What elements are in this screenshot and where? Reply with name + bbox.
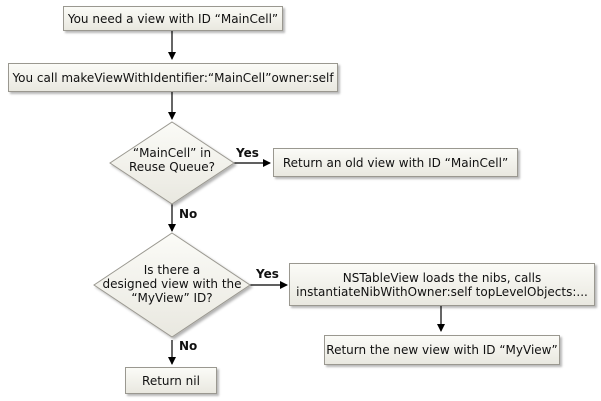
decision-designed-line1: Is there a xyxy=(143,263,201,277)
edge-label-yes-designed: Yes xyxy=(256,267,279,281)
node-need-view-label: You need a view with ID “MainCell” xyxy=(67,11,279,26)
node-need-view: You need a view with ID “MainCell” xyxy=(63,6,283,31)
node-load-nibs-text: NSTableView loads the nibs, calls instan… xyxy=(296,271,588,299)
node-return-nil-label: Return nil xyxy=(142,373,200,388)
node-return-old-label: Return an old view with ID “MainCell” xyxy=(282,155,509,170)
node-return-nil: Return nil xyxy=(125,367,217,394)
node-return-new: Return the new view with ID “MyView” xyxy=(324,335,560,365)
decision-designed-text: Is there a designed view with the “MyVie… xyxy=(102,263,242,305)
edge-label-no-reuse: No xyxy=(179,207,198,221)
node-return-new-label: Return the new view with ID “MyView” xyxy=(326,343,558,357)
node-call-make-view: You call makeViewWithIdentifier:“MainCel… xyxy=(8,63,338,92)
edge-label-yes-reuse: Yes xyxy=(236,146,259,160)
decision-diamond-designed xyxy=(93,232,251,338)
node-call-make-view-label: You call makeViewWithIdentifier:“MainCel… xyxy=(12,70,334,85)
node-load-nibs: NSTableView loads the nibs, calls instan… xyxy=(289,263,595,306)
decision-reuse-line2: Reuse Queue? xyxy=(128,160,216,174)
decision-diamond-reuse xyxy=(109,121,235,205)
decision-reuse-text: “MainCell” in Reuse Queue? xyxy=(112,146,232,174)
decision-reuse-line1: “MainCell” in xyxy=(132,146,212,160)
node-return-old: Return an old view with ID “MainCell” xyxy=(273,148,518,177)
node-load-nibs-line1: NSTableView loads the nibs, calls xyxy=(342,270,542,285)
edge-label-no-designed: No xyxy=(179,339,198,353)
decision-designed-line2: designed view with the xyxy=(102,277,242,291)
decision-designed-line3: “MyView” ID? xyxy=(131,291,213,305)
node-load-nibs-line2: instantiateNibWithOwner:self topLevelObj… xyxy=(296,284,588,299)
